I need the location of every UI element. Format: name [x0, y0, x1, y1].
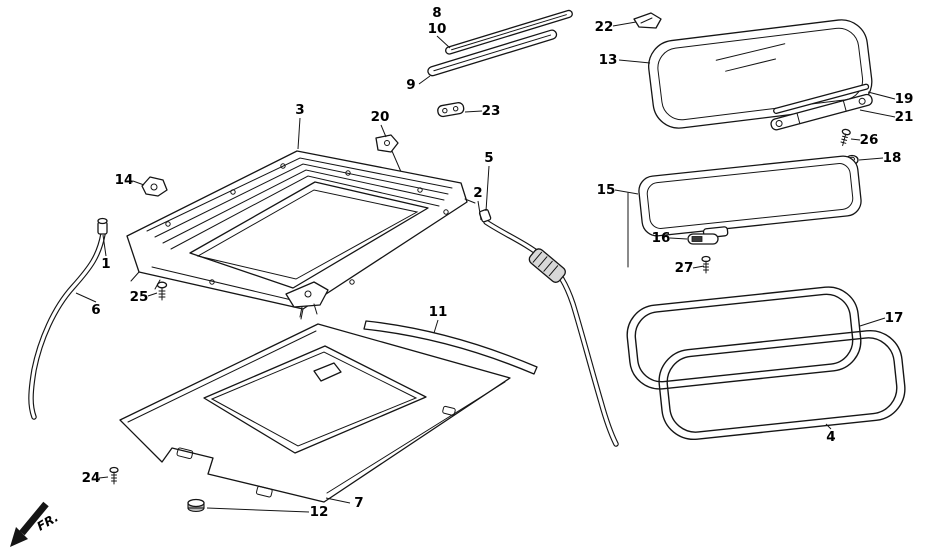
callout-23: 23: [482, 103, 501, 119]
callout-3: 3: [295, 102, 304, 118]
leader-line-12: [206, 507, 310, 513]
leader-line-24: [98, 476, 109, 479]
callout-27: 27: [675, 260, 694, 276]
leader-line-3: [297, 117, 301, 150]
callout-14: 14: [115, 172, 134, 188]
callout-6: 6: [91, 302, 100, 318]
leader-line-21: [859, 109, 896, 118]
clip-14: [141, 176, 168, 197]
callout-22: 22: [595, 19, 614, 35]
leader-line-17: [859, 317, 886, 327]
leader-line-1: [102, 234, 107, 257]
callout-1: 1: [101, 256, 110, 272]
callout-12: 12: [310, 504, 329, 520]
seal-ring-17: [626, 286, 862, 390]
screw-27: [701, 255, 711, 274]
leader-line-5: [485, 165, 490, 212]
clip-23: [437, 102, 465, 118]
screw-24: [109, 466, 119, 485]
callout-25: 25: [130, 289, 149, 305]
callout-10: 10: [428, 21, 447, 37]
callout-13: 13: [599, 52, 618, 68]
callout-18: 18: [883, 150, 902, 166]
bolt-25: [156, 281, 168, 301]
callout-2: 2: [473, 185, 482, 201]
sunroof-frame-3: [126, 150, 476, 320]
callout-5: 5: [484, 150, 493, 166]
callout-16: 16: [652, 230, 671, 246]
plug-12: [187, 498, 205, 513]
callout-26: 26: [860, 132, 879, 148]
leader-line-6: [75, 292, 97, 303]
leader-line-2: [477, 200, 482, 221]
slider-handle-16: [687, 233, 719, 245]
callout-4: 4: [826, 429, 835, 445]
clip-22: [633, 12, 662, 29]
callout-11: 11: [429, 304, 448, 320]
leader-line-25: [147, 292, 158, 297]
callout-17: 17: [885, 310, 904, 326]
leader-line-27: [692, 265, 705, 269]
drain-tube-left-1-6: [28, 217, 108, 420]
callout-8: 8: [432, 5, 441, 21]
callout-19: 19: [895, 91, 914, 107]
fr-indicator: FR.: [10, 501, 61, 547]
headliner-7: [119, 323, 511, 503]
callout-24: 24: [82, 470, 101, 486]
callout-20: 20: [371, 109, 390, 125]
leader-line-15: [614, 189, 639, 195]
leader-line-18: [858, 157, 884, 161]
callout-15: 15: [597, 182, 616, 198]
leader-line-22: [612, 21, 637, 27]
leader-line-19: [867, 91, 896, 100]
leader-line-4: [825, 423, 832, 430]
leader-line-9: [418, 75, 431, 85]
leader-line-20: [380, 124, 387, 138]
leader-line-11: [433, 319, 439, 334]
trim-strip-11: [363, 320, 538, 375]
bracket-19-21: [770, 83, 873, 131]
sunroof-glass-13: [648, 19, 873, 129]
bolt-26: [840, 128, 851, 147]
leader-line-10: [436, 35, 451, 49]
leader-line-13: [618, 59, 651, 64]
callout-21: 21: [895, 109, 914, 125]
sunshade-15: [638, 155, 862, 239]
molding-strip-9: [427, 29, 558, 77]
leader-line-16: [669, 237, 688, 240]
leader-line-23: [464, 110, 483, 113]
molding-strip-8-10: [445, 9, 573, 55]
leader-line-14: [132, 180, 145, 186]
seal-ring-4: [658, 329, 906, 441]
leader-line-26: [850, 138, 861, 141]
callout-7: 7: [354, 495, 363, 511]
drain-tube-right-2-5: [478, 208, 619, 447]
leader-line-7: [325, 497, 351, 504]
fr-arrow-icon: [10, 527, 28, 547]
callout-9: 9: [406, 77, 415, 93]
